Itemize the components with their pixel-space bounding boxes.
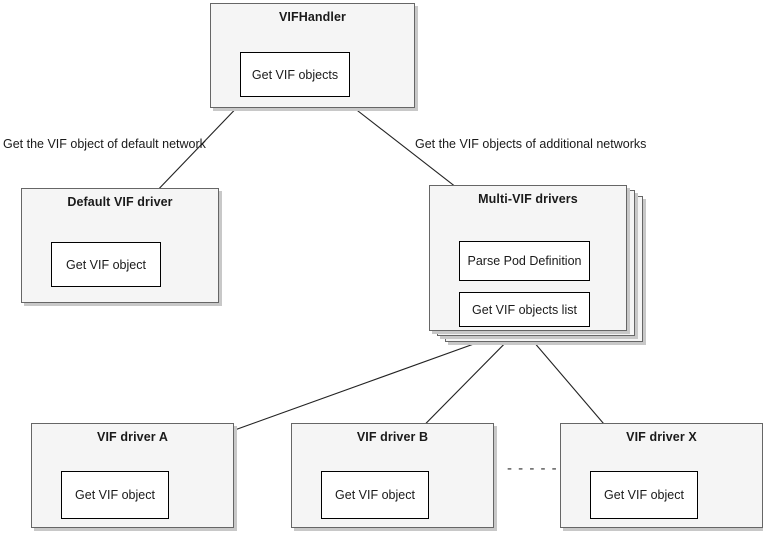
edge-label-default-network: Get the VIF object of default network: [3, 137, 206, 151]
node-default-get-vif-object[interactable]: Get VIF object: [51, 242, 161, 287]
ellipsis-more-drivers: - - - - -: [507, 460, 558, 477]
group-title-multi-vif-drivers: Multi-VIF drivers: [478, 192, 578, 206]
node-driver-a-get-vif-object[interactable]: Get VIF object: [61, 471, 169, 519]
node-driver-x-get-vif-object[interactable]: Get VIF object: [590, 471, 698, 519]
node-get-vif-objects[interactable]: Get VIF objects: [240, 52, 350, 97]
group-title-vif-handler: VIFHandler: [279, 10, 346, 24]
edge-label-additional-networks: Get the VIF objects of additional networ…: [415, 137, 647, 151]
group-title-default-vif-driver: Default VIF driver: [67, 195, 173, 209]
group-title-vif-driver-x: VIF driver X: [626, 430, 697, 444]
node-driver-b-get-vif-object[interactable]: Get VIF object: [321, 471, 429, 519]
node-get-vif-objects-list[interactable]: Get VIF objects list: [459, 292, 590, 327]
group-title-vif-driver-a: VIF driver A: [97, 430, 168, 444]
group-title-vif-driver-b: VIF driver B: [356, 430, 429, 444]
node-parse-pod-definition[interactable]: Parse Pod Definition: [459, 241, 590, 281]
